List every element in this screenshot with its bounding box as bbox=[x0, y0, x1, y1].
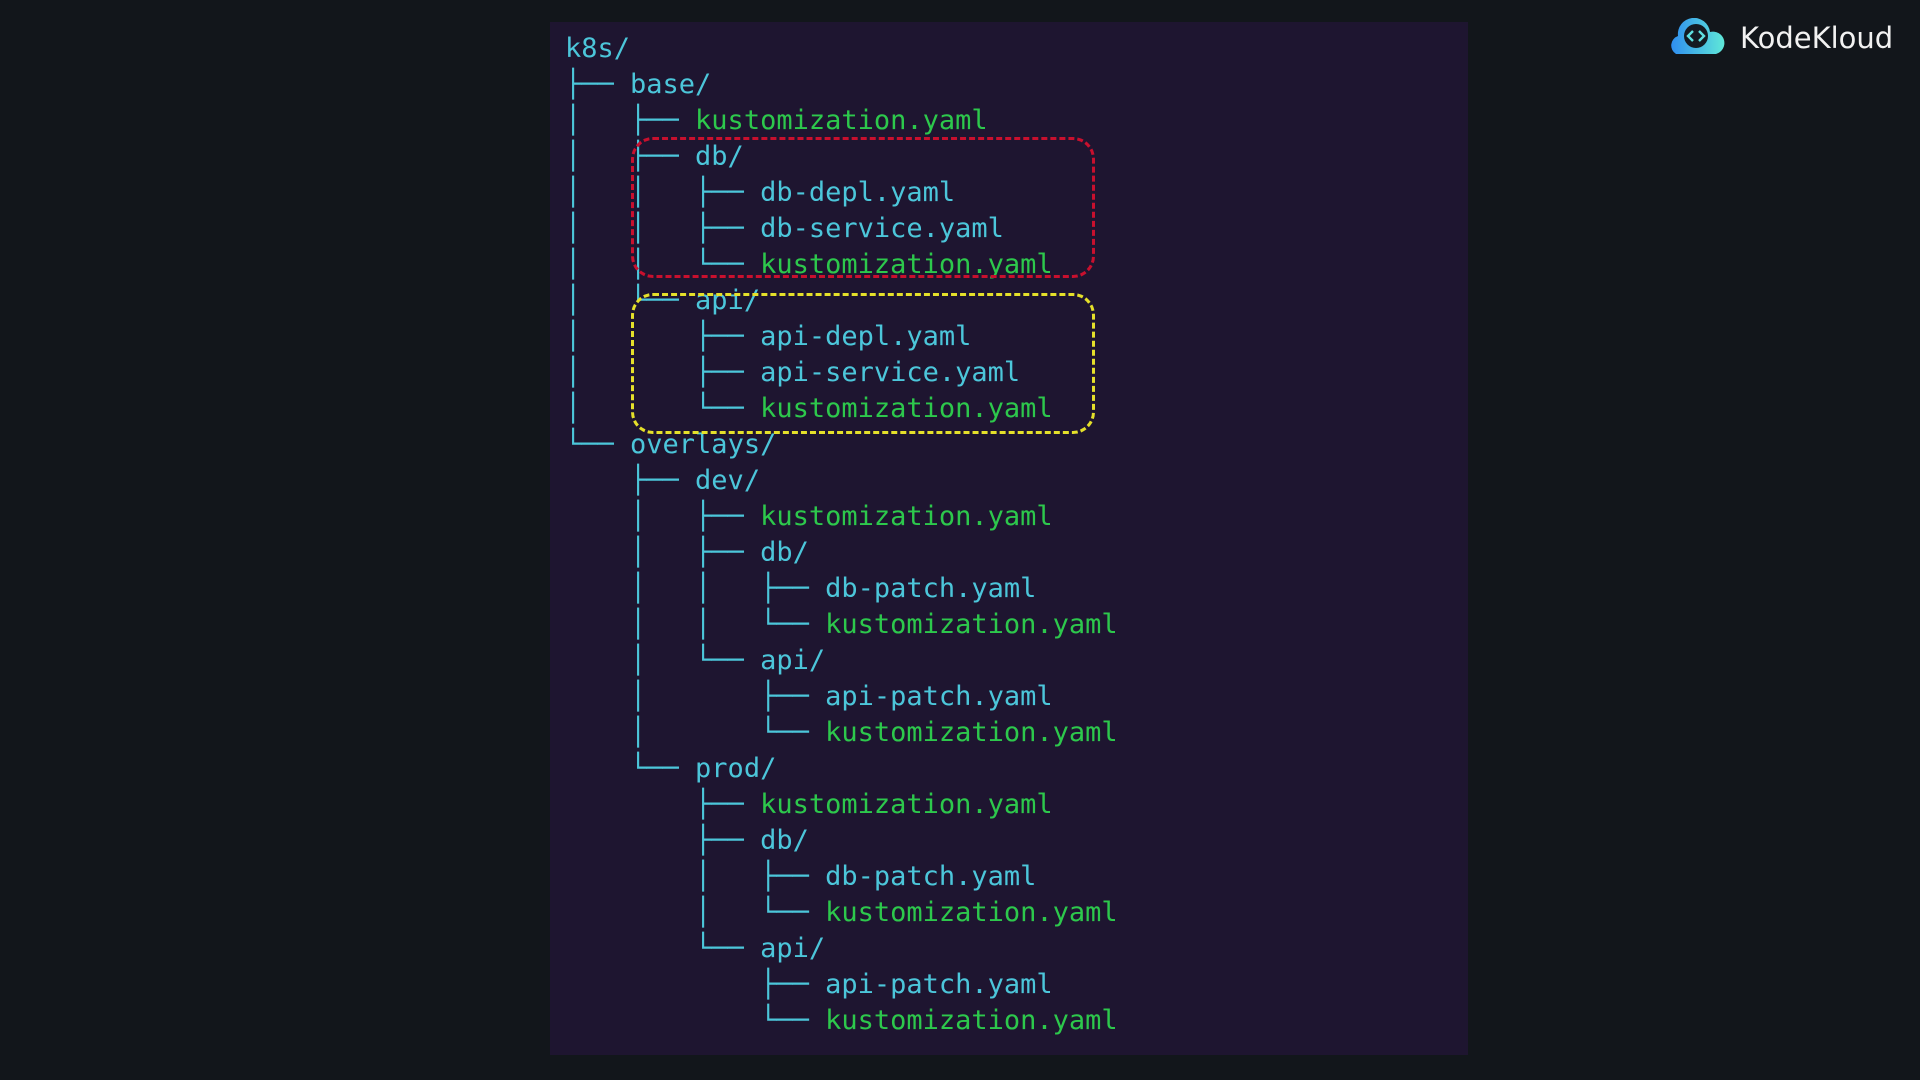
tree-item-name: kustomization.yaml bbox=[825, 717, 1118, 748]
tree-item: │ ├── db-patch.yaml bbox=[565, 859, 1118, 895]
tree-branch-lines: │ ├── bbox=[565, 321, 761, 352]
tree-item: └── api/ bbox=[565, 931, 1118, 967]
kodekloud-logo: KodeKloud bbox=[1666, 18, 1893, 58]
tree-item: │ │ ├── db-depl.yaml bbox=[565, 175, 1118, 211]
tree-branch-lines: │ │ └── bbox=[565, 609, 826, 640]
tree-item-name: kustomization.yaml bbox=[760, 393, 1053, 424]
tree-branch-lines: │ ├── bbox=[565, 537, 761, 568]
tree-branch-lines: │ │ ├── bbox=[565, 573, 826, 604]
tree-item-name: api-depl.yaml bbox=[760, 321, 972, 352]
tree-item-name: db-service.yaml bbox=[760, 213, 1004, 244]
tree-item: │ │ ├── db-service.yaml bbox=[565, 211, 1118, 247]
tree-item-name: db/ bbox=[695, 141, 744, 172]
tree-item-name: kustomization.yaml bbox=[825, 1005, 1118, 1036]
tree-item-name: kustomization.yaml bbox=[760, 249, 1053, 280]
tree-item-name: kustomization.yaml bbox=[825, 897, 1118, 928]
tree-item: ├── db/ bbox=[565, 823, 1118, 859]
tree-branch-lines: │ │ ├── bbox=[565, 213, 761, 244]
tree-item-name: db/ bbox=[760, 537, 809, 568]
tree-branch-lines: │ ├── bbox=[565, 501, 761, 532]
tree-branch-lines: └── bbox=[565, 933, 761, 964]
tree-item-name: kustomization.yaml bbox=[760, 789, 1053, 820]
tree-item-name: api-patch.yaml bbox=[825, 681, 1053, 712]
tree-item: ├── dev/ bbox=[565, 463, 1118, 499]
tree-branch-lines: ├── bbox=[565, 465, 696, 496]
tree-file-item: └── kustomization.yaml bbox=[565, 1003, 1118, 1039]
directory-tree-panel: k8s/├── base/│ ├── kustomization.yaml│ ├… bbox=[550, 22, 1468, 1055]
tree-file-item: │ ├── kustomization.yaml bbox=[565, 103, 1118, 139]
tree-item: │ ├── db/ bbox=[565, 535, 1118, 571]
tree-item: │ ├── api-service.yaml bbox=[565, 355, 1118, 391]
brand-name: KodeKloud bbox=[1740, 21, 1894, 55]
tree-branch-lines: └── bbox=[565, 1005, 826, 1036]
tree-item: └── prod/ bbox=[565, 751, 1118, 787]
tree-item-name: kustomization.yaml bbox=[695, 105, 988, 136]
tree-branch-lines: │ └── bbox=[565, 717, 826, 748]
tree-item: └── overlays/ bbox=[565, 427, 1118, 463]
tree-file-item: ├── kustomization.yaml bbox=[565, 787, 1118, 823]
tree-item-name: base/ bbox=[630, 69, 712, 100]
tree-branch-lines: │ ├── bbox=[565, 681, 826, 712]
tree-file-item: │ └── kustomization.yaml bbox=[565, 895, 1118, 931]
tree-item: │ │ ├── db-patch.yaml bbox=[565, 571, 1118, 607]
tree-item: k8s/ bbox=[565, 31, 1118, 67]
tree-item-name: db-patch.yaml bbox=[825, 573, 1037, 604]
tree-item: │ └── api/ bbox=[565, 643, 1118, 679]
tree-item-name: db-depl.yaml bbox=[760, 177, 956, 208]
tree-item-name: kustomization.yaml bbox=[825, 609, 1118, 640]
tree-branch-lines: │ └── bbox=[565, 393, 761, 424]
tree-branch-lines: ├── bbox=[565, 789, 761, 820]
tree-branch-lines: ├── bbox=[565, 825, 761, 856]
tree-file-item: │ └── kustomization.yaml bbox=[565, 715, 1118, 751]
cloud-code-icon bbox=[1671, 18, 1725, 54]
tree-branch-lines: ├── bbox=[565, 69, 631, 100]
tree-branch-lines: └── bbox=[565, 753, 696, 784]
tree-item-name: db-patch.yaml bbox=[825, 861, 1037, 892]
directory-tree: k8s/├── base/│ ├── kustomization.yaml│ ├… bbox=[565, 31, 1118, 1039]
tree-item-name: api-patch.yaml bbox=[825, 969, 1053, 1000]
tree-file-item: │ │ └── kustomization.yaml bbox=[565, 607, 1118, 643]
tree-item-name: api-service.yaml bbox=[760, 357, 1021, 388]
tree-item-name: db/ bbox=[760, 825, 809, 856]
tree-item: ├── api-patch.yaml bbox=[565, 967, 1118, 1003]
tree-item-name: api/ bbox=[695, 285, 761, 316]
tree-item-name: dev/ bbox=[695, 465, 761, 496]
db-highlight-box bbox=[631, 137, 1095, 278]
tree-branch-lines: │ ├── bbox=[565, 861, 826, 892]
tree-branch-lines: │ ├── bbox=[565, 105, 696, 136]
tree-item-name: api/ bbox=[760, 645, 826, 676]
tree-item: │ ├── api-patch.yaml bbox=[565, 679, 1118, 715]
tree-item-name: api/ bbox=[760, 933, 826, 964]
tree-file-item: │ ├── kustomization.yaml bbox=[565, 499, 1118, 535]
tree-branch-lines: │ │ ├── bbox=[565, 177, 761, 208]
tree-branch-lines: │ ├── bbox=[565, 357, 761, 388]
tree-item: ├── base/ bbox=[565, 67, 1118, 103]
tree-item-name: k8s/ bbox=[565, 33, 631, 64]
tree-item-name: kustomization.yaml bbox=[760, 501, 1053, 532]
tree-item-name: prod/ bbox=[695, 753, 777, 784]
tree-file-item: │ └── kustomization.yaml bbox=[565, 391, 1118, 427]
tree-branch-lines: ├── bbox=[565, 969, 826, 1000]
tree-file-item: │ │ └── kustomization.yaml bbox=[565, 247, 1118, 283]
tree-branch-lines: │ └── bbox=[565, 897, 826, 928]
tree-branch-lines: │ └── bbox=[565, 645, 761, 676]
tree-item-name: overlays/ bbox=[630, 429, 777, 460]
api-highlight-box bbox=[631, 293, 1095, 434]
tree-branch-lines: └── bbox=[565, 429, 631, 460]
tree-item: │ ├── api-depl.yaml bbox=[565, 319, 1118, 355]
